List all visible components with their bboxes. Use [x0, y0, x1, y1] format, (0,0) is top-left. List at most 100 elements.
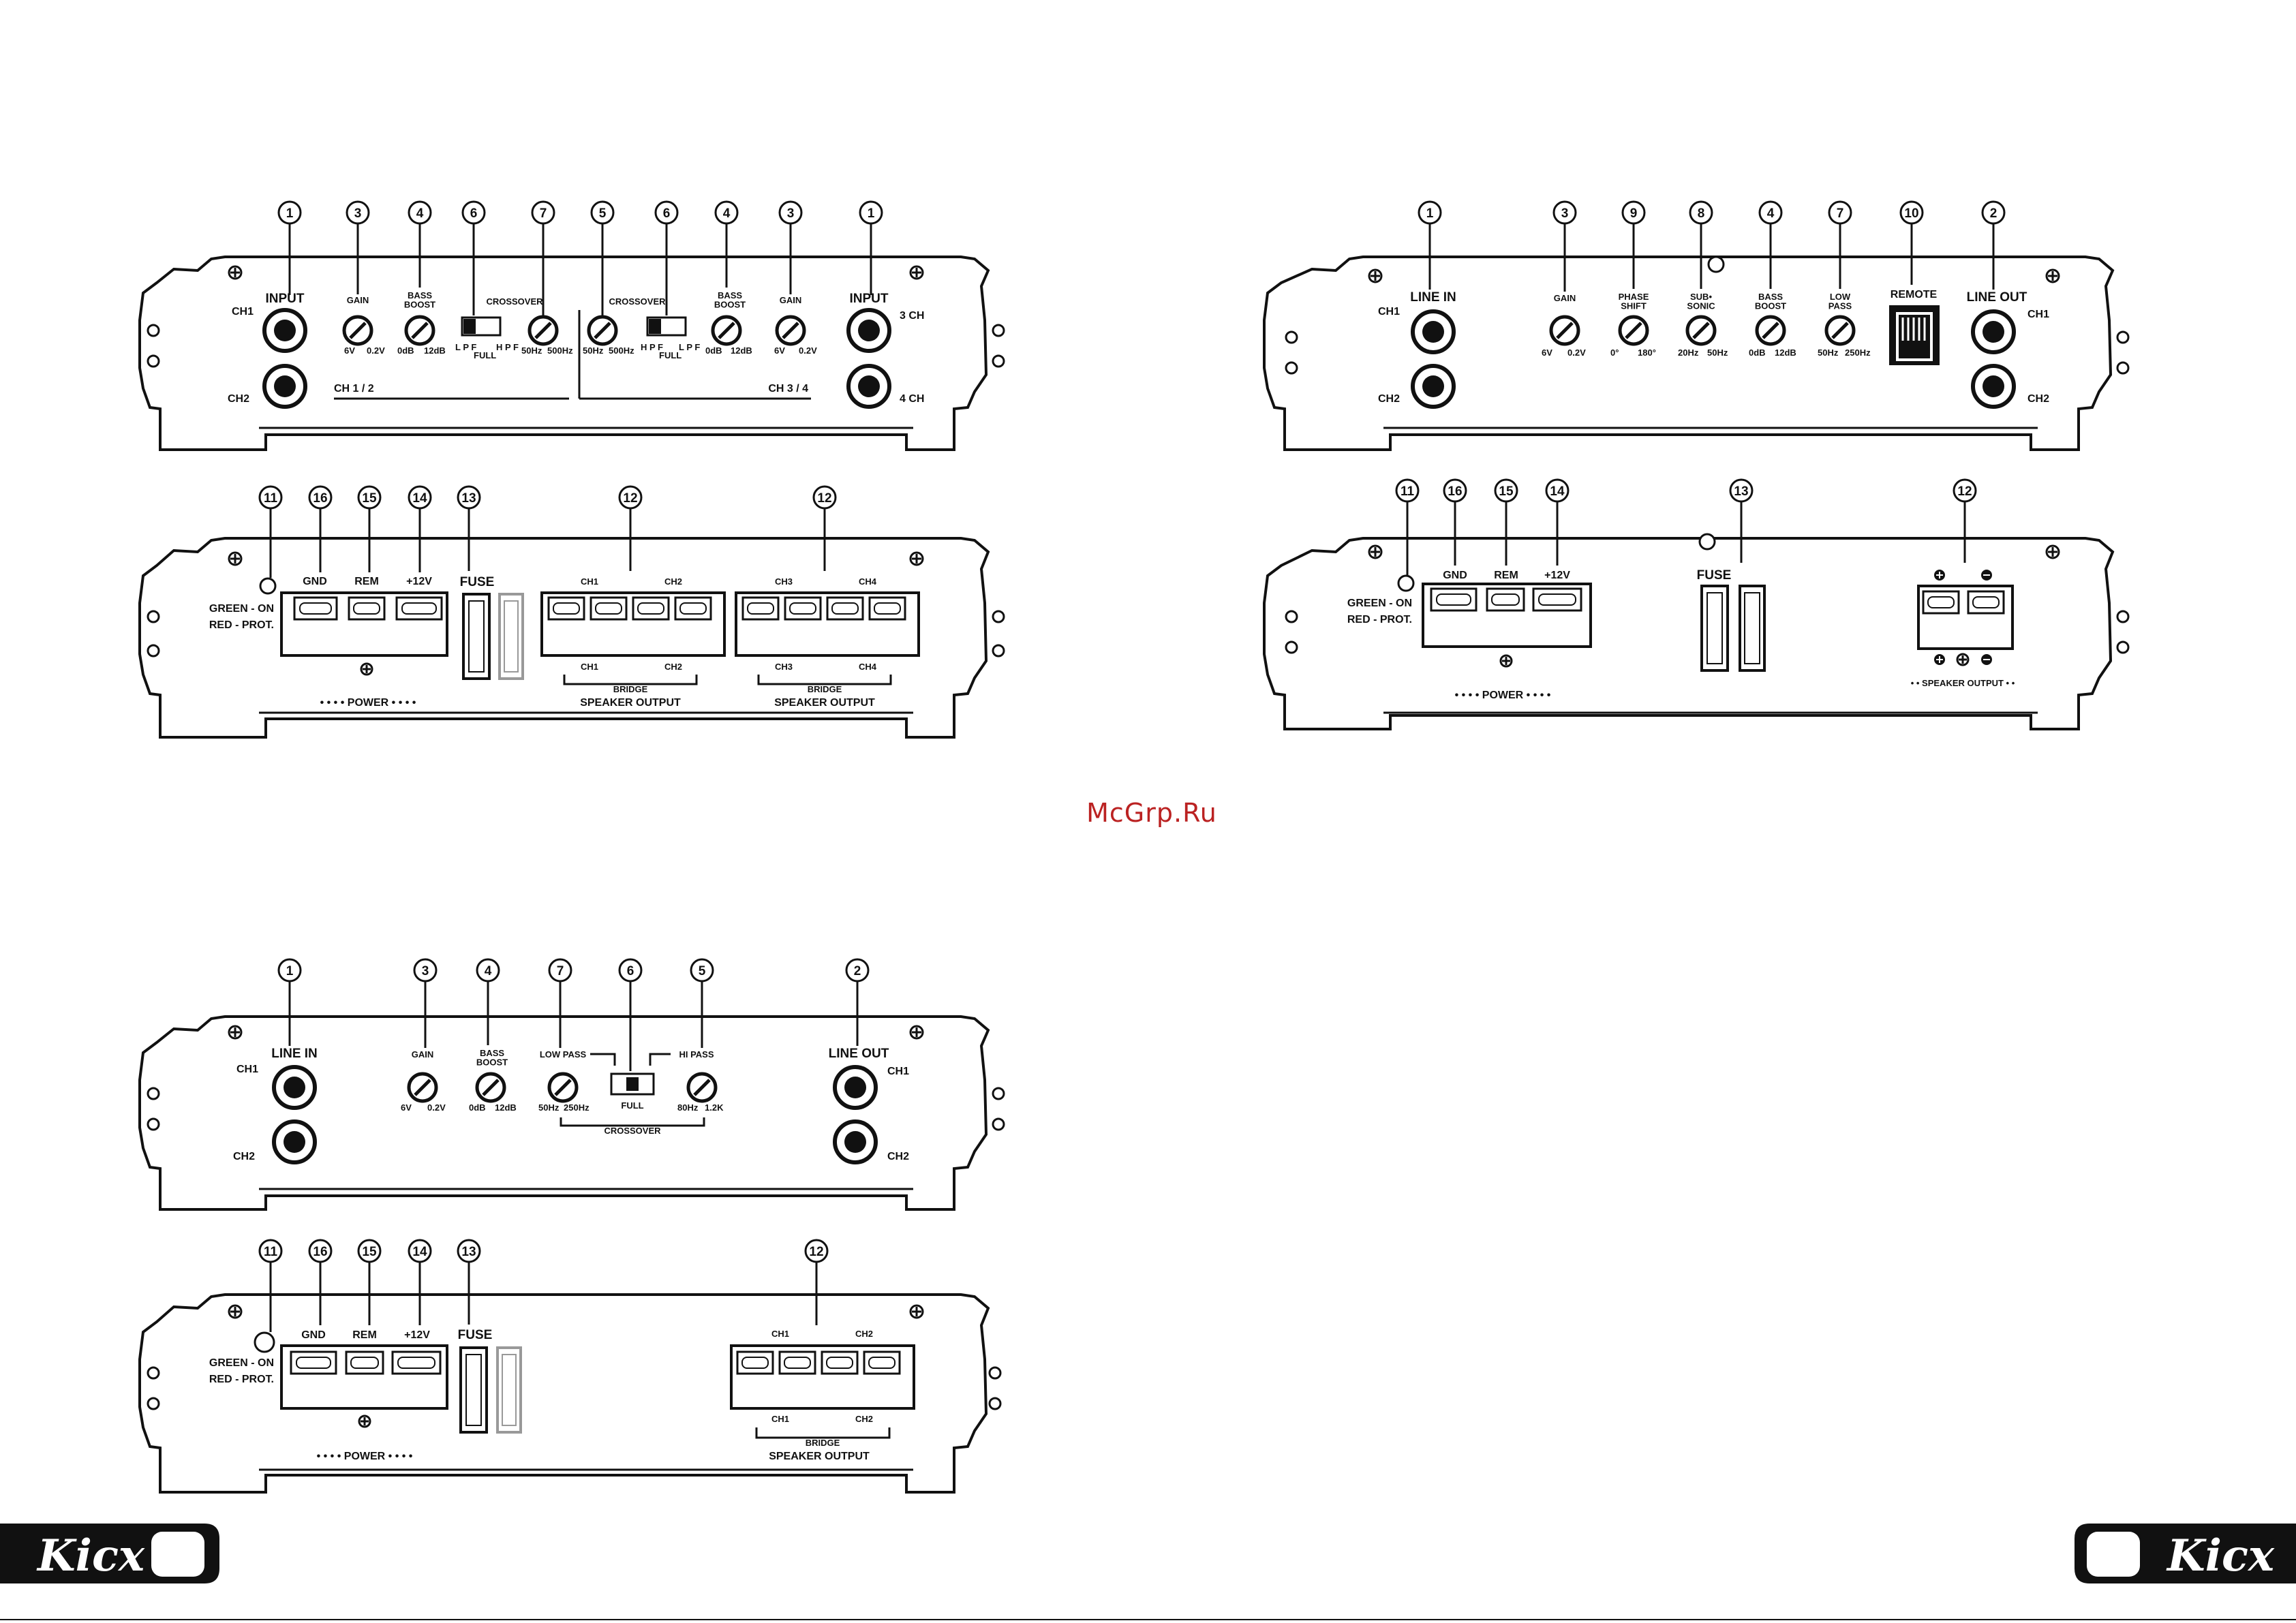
callout-marker: 11: [1395, 478, 1420, 575]
crossover-freq-knob[interactable]: [527, 315, 559, 346]
v12-terminal[interactable]: [391, 1350, 442, 1375]
gain-min-label: 6V: [344, 345, 355, 356]
bass-boost-knob-right[interactable]: [711, 315, 742, 346]
bridge-label: BRIDGE: [806, 1438, 840, 1448]
terminal[interactable]: [741, 596, 780, 621]
svg-text:12: 12: [1957, 484, 1972, 499]
fuse-holder[interactable]: [1700, 585, 1729, 672]
gain-label: GAIN: [347, 295, 369, 305]
svg-text:14: 14: [412, 1245, 427, 1259]
svg-text:7: 7: [540, 206, 547, 221]
phase-knob[interactable]: [1618, 315, 1649, 346]
terminal[interactable]: [590, 596, 628, 621]
screw-icon: [1499, 654, 1513, 668]
freq-min-label: 50Hz: [521, 345, 542, 356]
v12-terminal[interactable]: [1532, 587, 1582, 612]
terminal[interactable]: [826, 596, 864, 621]
gnd-terminal[interactable]: [290, 1350, 337, 1375]
callout-marker: 5: [590, 200, 615, 315]
rca-jack-ch2[interactable]: [262, 364, 307, 409]
terminal[interactable]: [784, 596, 822, 621]
terminal[interactable]: [778, 1350, 816, 1375]
crossover-switch-left[interactable]: [461, 316, 502, 337]
svg-text:15: 15: [362, 1245, 377, 1259]
callout-marker: 1: [1418, 200, 1442, 290]
power-label: • • • • POWER • • • •: [320, 697, 416, 709]
bass-boost-knob[interactable]: [475, 1072, 506, 1103]
rem-terminal[interactable]: [1486, 587, 1525, 612]
v12-terminal[interactable]: [395, 596, 443, 621]
callout-marker: 14: [1545, 478, 1570, 566]
rca-jack-line-out-ch1[interactable]: [1971, 309, 2016, 354]
lpf-label-right: L P F: [679, 342, 700, 352]
svg-text:12: 12: [623, 491, 637, 506]
crossover-freq-knob-right[interactable]: [587, 315, 618, 346]
fuse-holder[interactable]: [1739, 585, 1766, 672]
rca-jack-ch1[interactable]: [262, 308, 307, 353]
terminal[interactable]: [674, 596, 712, 621]
ch1-label: CH1: [1378, 306, 1400, 318]
v12-label: +12V: [406, 576, 432, 587]
fuse-holder[interactable]: [462, 593, 491, 680]
bb-min-label: 0dB: [1749, 347, 1766, 358]
bridge-bracket: [563, 675, 698, 685]
rca-jack-line-out-ch2[interactable]: [1971, 364, 2016, 409]
bass-boost-knob[interactable]: [1755, 315, 1786, 346]
gnd-terminal[interactable]: [1430, 587, 1478, 612]
svg-text:5: 5: [699, 964, 706, 978]
svg-text:4: 4: [416, 206, 424, 221]
gain-knob[interactable]: [407, 1072, 438, 1103]
terminal[interactable]: [1967, 590, 2005, 615]
rca-jack-ch4[interactable]: [846, 364, 891, 409]
spk-bot-ch3: CH3: [775, 662, 793, 672]
screw-icon: [147, 1304, 1002, 1410]
gain-knob-right[interactable]: [775, 315, 806, 346]
gain-knob[interactable]: [342, 315, 373, 346]
rem-terminal[interactable]: [348, 596, 386, 621]
rem-terminal[interactable]: [345, 1350, 384, 1375]
spk-top-ch2: CH2: [855, 1329, 873, 1339]
rca-jack-line-in-ch1[interactable]: [1411, 309, 1456, 354]
fuse-holder[interactable]: [459, 1346, 488, 1434]
crossover-switch[interactable]: [610, 1072, 655, 1096]
terminal[interactable]: [632, 596, 670, 621]
rca-jack-line-in-ch2[interactable]: [1411, 364, 1456, 409]
led-prot-label: RED - PROT.: [209, 1374, 274, 1385]
rca-jack-line-out-ch2[interactable]: [833, 1119, 878, 1164]
hi-pass-label: HI PASS: [679, 1049, 714, 1060]
chassis-outline: [138, 1293, 990, 1494]
crossover-switch-right[interactable]: [646, 316, 687, 337]
gain-knob[interactable]: [1549, 315, 1580, 346]
terminal[interactable]: [821, 1350, 859, 1375]
rca-jack-line-in-ch1[interactable]: [272, 1065, 317, 1110]
amp4-back-panel: GREEN - ON RED - PROT. GND REM +12V • • …: [138, 537, 1005, 739]
chassis-outline: [1263, 537, 2115, 730]
gain-label-right: GAIN: [780, 295, 802, 305]
gnd-terminal[interactable]: [293, 596, 338, 621]
terminal[interactable]: [547, 596, 585, 621]
low-pass-knob[interactable]: [1824, 315, 1856, 346]
rca-jack-ch3[interactable]: [846, 308, 891, 353]
terminal[interactable]: [1922, 590, 1960, 615]
v12-label: +12V: [404, 1329, 430, 1341]
rca-jack-line-in-ch2[interactable]: [272, 1119, 317, 1164]
terminal[interactable]: [863, 1350, 901, 1375]
speaker-output-label-a: SPEAKER OUTPUT: [580, 697, 681, 709]
hi-pass-knob[interactable]: [686, 1072, 718, 1103]
callout-marker: 4: [1758, 200, 1783, 289]
remote-port[interactable]: [1889, 305, 1940, 365]
subsonic-knob[interactable]: [1685, 315, 1717, 346]
group-right-label: CH 3 / 4: [768, 383, 808, 395]
speaker-output-label: • • SPEAKER OUTPUT • •: [1911, 678, 2015, 688]
low-pass-knob[interactable]: [547, 1072, 579, 1103]
rca-jack-line-out-ch1[interactable]: [833, 1065, 878, 1110]
svg-text:9: 9: [1630, 206, 1638, 221]
terminal[interactable]: [868, 596, 906, 621]
callout-marker: 2: [1981, 200, 2006, 290]
bass-boost-knob[interactable]: [404, 315, 435, 346]
page-number-box: [2087, 1532, 2140, 1577]
terminal[interactable]: [736, 1350, 774, 1375]
